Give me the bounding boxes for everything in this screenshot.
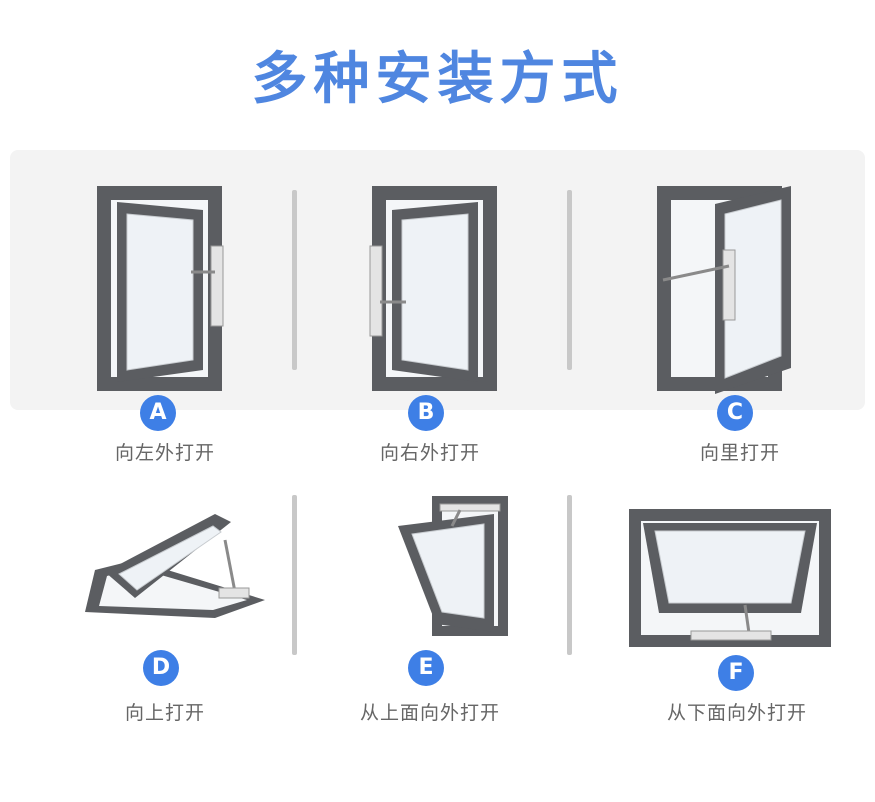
caption-f: 从下面向外打开: [666, 702, 807, 724]
option-d: D 向上打开: [25, 500, 305, 740]
option-f: F 从下面向外打开: [590, 505, 870, 740]
option-a: A 向左外打开: [25, 180, 305, 480]
divider-top-left: [292, 190, 297, 370]
badge-d: D: [143, 650, 179, 686]
badge-a: A: [140, 395, 176, 431]
casement-window-left-outward-icon: [97, 186, 224, 391]
option-b: B 向右外打开: [290, 180, 570, 480]
badge-e: E: [408, 650, 444, 686]
caption-c: 向里打开: [699, 442, 780, 464]
option-c: C 向里打开: [585, 180, 865, 480]
divider-bottom-left: [292, 495, 297, 655]
badge-f: F: [718, 655, 754, 691]
caption-e: 从上面向外打开: [359, 702, 500, 724]
page-title: 多种安装方式: [251, 47, 624, 112]
divider-top-right: [567, 190, 572, 370]
caption-a: 向左外打开: [114, 442, 215, 464]
top-hung-window-icon: [398, 496, 508, 636]
badge-c: C: [717, 395, 753, 431]
casement-window-right-outward-icon: [369, 186, 497, 391]
badge-b: B: [408, 395, 444, 431]
divider-bottom-right: [567, 495, 572, 655]
casement-window-inward-icon: [657, 186, 791, 394]
option-e: E 从上面向外打开: [290, 492, 570, 740]
caption-b: 向右外打开: [379, 442, 480, 464]
skylight-upward-icon: [85, 514, 265, 618]
bottom-hung-window-icon: [629, 509, 831, 647]
caption-d: 向上打开: [124, 702, 205, 724]
